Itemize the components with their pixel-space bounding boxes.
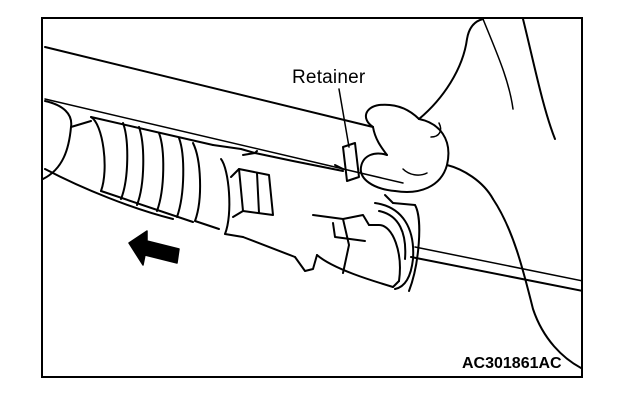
- figure-id: AC301861AC: [462, 355, 562, 372]
- retainer-callout: Retainer: [292, 67, 366, 88]
- diagram-canvas: [43, 19, 581, 370]
- diagram-frame: Retainer AC301861AC: [41, 17, 583, 378]
- quick-connector: [194, 144, 421, 292]
- retainer-part: [334, 88, 360, 182]
- hand: [359, 19, 581, 370]
- fuel-hose: [43, 100, 214, 223]
- arrow-left-icon: [128, 230, 180, 266]
